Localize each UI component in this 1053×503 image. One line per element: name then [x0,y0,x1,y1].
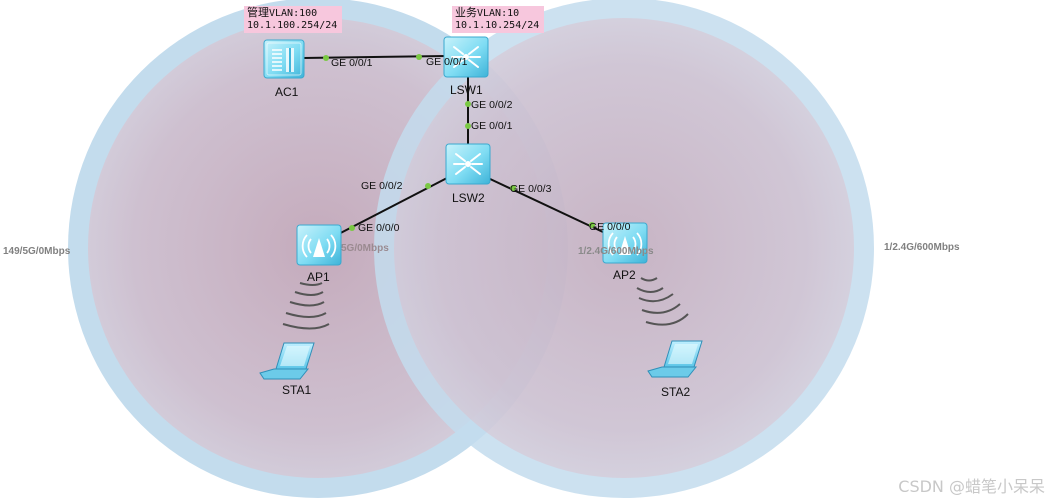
ap2-signal-icon [636,277,689,326]
ap1-radio-label-inner: 5G/0Mbps [341,243,389,254]
ap1-signal-icon [282,282,330,330]
lsw1-label: LSW1 [450,83,483,97]
link-lsw2-ap2 [487,177,621,241]
ap2-radio-label-inner: 1/2.4G/600Mbps [578,246,654,257]
ap2-label: AP2 [613,268,636,282]
biz-tag-name: 业务 [455,6,477,19]
lsw2-port-g1-label: GE 0/0/1 [471,120,513,132]
port-dots [323,54,595,231]
mgmt-tag-ip: 10.1.100.254/24 [247,20,338,31]
ap1-radio-label-outer: 149/5G/0Mbps [3,246,71,257]
lsw1-port-g1-label: GE 0/0/1 [426,56,468,68]
lsw2-switch-icon[interactable] [445,143,491,185]
lsw2-port-g2-label: GE 0/0/2 [361,180,403,192]
ac1-label: AC1 [275,85,299,99]
biz-vlan-tag: 业务VLAN:10 10.1.10.254/24 [452,6,544,33]
ap1-access-point-icon[interactable] [296,224,342,266]
lsw2-label: LSW2 [452,191,485,205]
ac1-port-label: GE 0/0/1 [331,57,373,69]
ap2-access-point-icon[interactable] [602,222,648,264]
sta2-laptop-icon[interactable] [647,340,703,378]
biz-tag-ip: 10.1.10.254/24 [455,20,540,31]
ac1-device-icon[interactable] [263,39,305,79]
lsw1-port-g2-label: GE 0/0/2 [471,99,513,111]
ap1-port-label: GE 0/0/0 [358,222,400,234]
sta1-laptop-icon[interactable] [259,342,315,380]
sta1-label: STA1 [282,383,312,397]
mgmt-tag-name: 管理 [247,6,269,19]
ap1-label: AP1 [307,270,330,284]
sta2-label: STA2 [661,385,691,399]
ap2-radio-label-outer: 1/2.4G/600Mbps [884,242,960,253]
lsw1-switch-icon[interactable] [443,36,489,78]
lsw2-port-g3-label: GE 0/0/3 [510,183,552,195]
watermark: CSDN @蜡笔小呆呆 [898,477,1045,496]
mgmt-vlan-tag: 管理VLAN:100 10.1.100.254/24 [244,6,342,33]
ap2-port-label: GE 0/0/0 [589,221,631,233]
mgmt-tag-vlan: VLAN:100 [269,8,318,19]
biz-tag-vlan: VLAN:10 [477,8,520,19]
